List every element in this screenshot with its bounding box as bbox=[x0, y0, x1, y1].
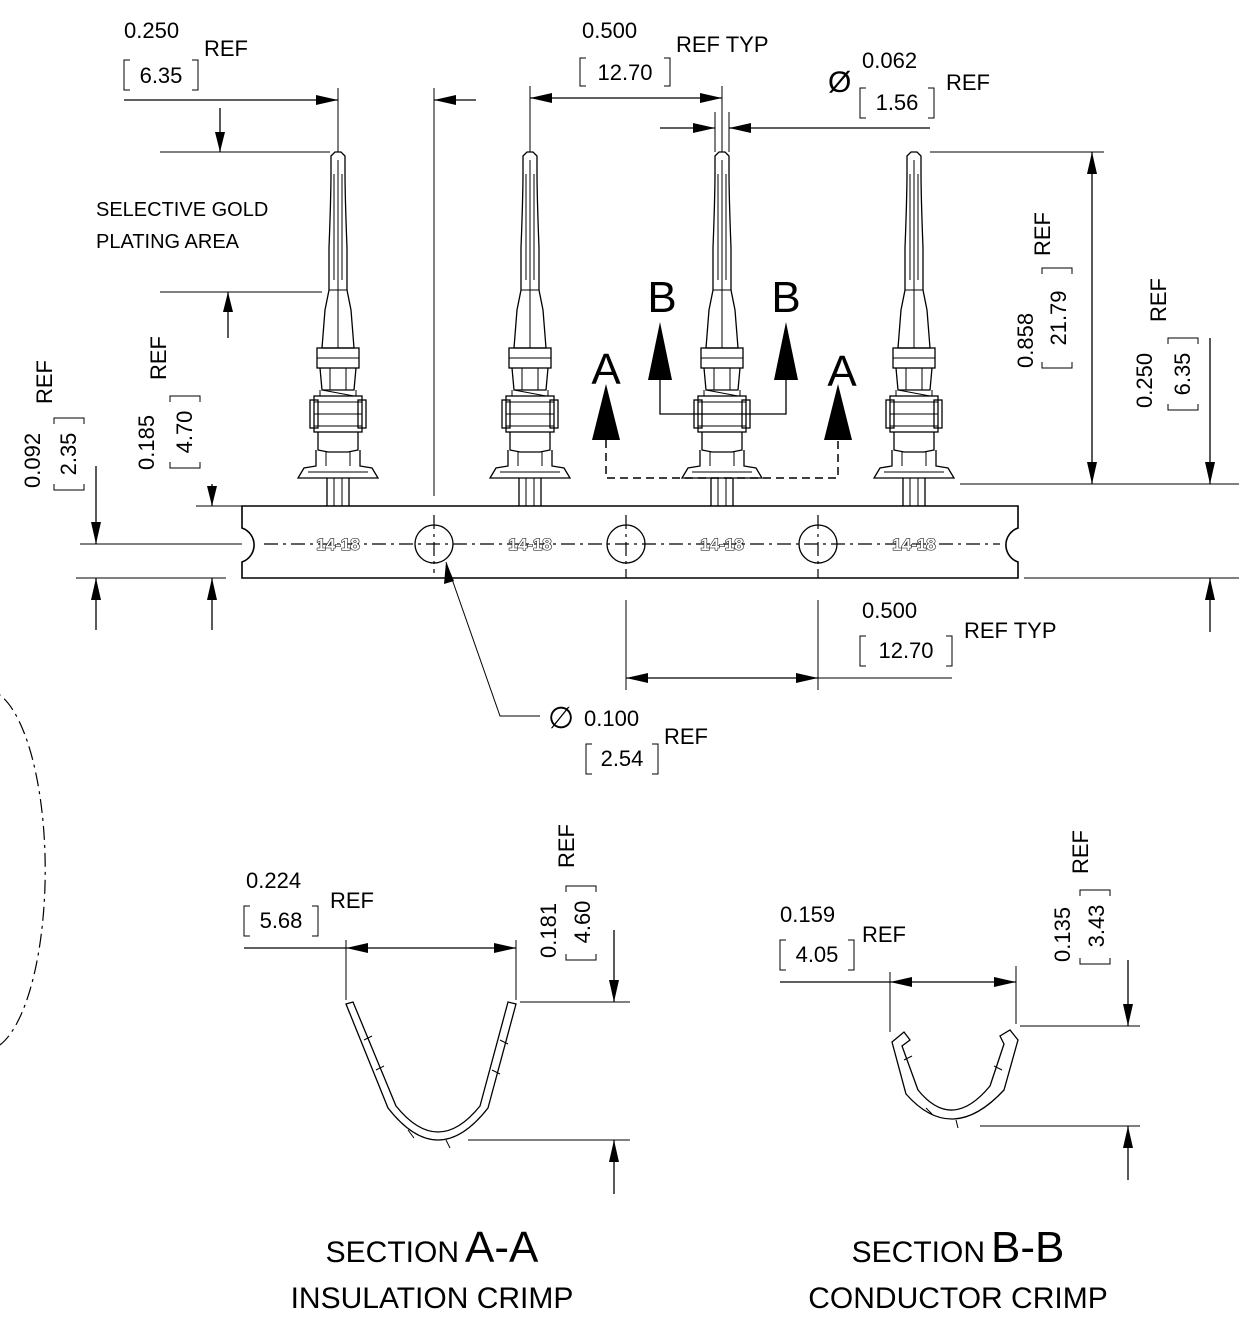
section-bb-caption: CONDUCTOR CRIMP bbox=[808, 1282, 1107, 1315]
svg-text:REF: REF bbox=[664, 724, 708, 749]
terminal-pin-1 bbox=[297, 151, 379, 507]
svg-text:0.500: 0.500 bbox=[582, 18, 637, 43]
svg-text:12.70: 12.70 bbox=[878, 638, 933, 663]
svg-text:0.250: 0.250 bbox=[1132, 353, 1157, 408]
section-b-marker-left: B bbox=[647, 273, 676, 322]
svg-text:REF TYP: REF TYP bbox=[964, 618, 1057, 643]
svg-text:2.54: 2.54 bbox=[601, 746, 644, 771]
svg-text:REF: REF bbox=[862, 922, 906, 947]
section-aa-title: SECTION​A-A bbox=[326, 1223, 539, 1272]
plating-area-dimension: SELECTIVE GOLD PLATING AREA bbox=[96, 108, 330, 338]
dim-pitch-bottom: 0.500 12.70 REF TYP bbox=[625, 598, 1057, 690]
insulation-crimp-profile bbox=[345, 1001, 517, 1141]
dim-pin-diameter: Ø 0.062 1.56 REF bbox=[660, 48, 990, 152]
dim-pitch-top: 0.500 12.70 REF TYP bbox=[529, 18, 769, 152]
dim-hole-diameter: ∅ 0.100 2.54 REF bbox=[444, 561, 708, 775]
carrier-strip: 14-18 14-18 14-18 14-18 bbox=[241, 505, 1019, 579]
svg-text:4.60: 4.60 bbox=[570, 901, 595, 944]
svg-text:REF: REF bbox=[1146, 278, 1171, 322]
section-aa-caption: INSULATION CRIMP bbox=[291, 1282, 574, 1315]
plating-note-line1: SELECTIVE GOLD bbox=[96, 199, 268, 221]
dim-top-left-length: 0.250 6.35 REF bbox=[123, 18, 476, 496]
section-a-arrow-left bbox=[592, 384, 620, 440]
svg-text:3.43: 3.43 bbox=[1084, 905, 1109, 948]
svg-text:0.135: 0.135 bbox=[1050, 907, 1075, 962]
section-cut-lines: B B A A bbox=[591, 273, 857, 479]
svg-text:4.70: 4.70 bbox=[172, 411, 197, 454]
svg-text:4.05: 4.05 bbox=[796, 942, 839, 967]
svg-text:12.70: 12.70 bbox=[597, 60, 652, 85]
dim-left-small: 0.185 4.70 REF bbox=[134, 336, 242, 507]
svg-text:REF: REF bbox=[204, 36, 248, 61]
terminal-pin-2 bbox=[489, 151, 571, 507]
svg-text:REF: REF bbox=[946, 70, 990, 95]
svg-text:0.092: 0.092 bbox=[20, 433, 45, 488]
svg-text:2.35: 2.35 bbox=[56, 433, 81, 476]
svg-text:REF: REF bbox=[330, 888, 374, 913]
dim-strip-height: 0.092 2.35 REF bbox=[20, 360, 242, 630]
svg-text:0.858: 0.858 bbox=[1013, 313, 1038, 368]
terminal-pin-4 bbox=[873, 151, 955, 507]
section-bb-title: SECTION​B-B bbox=[852, 1223, 1065, 1272]
svg-text:0.159: 0.159 bbox=[780, 902, 835, 927]
strip-label-3: 14-18 bbox=[700, 535, 743, 554]
section-b-arrow-left bbox=[648, 322, 672, 380]
svg-text:REF: REF bbox=[1068, 830, 1093, 874]
svg-text:REF: REF bbox=[1030, 212, 1055, 256]
svg-text:0.224: 0.224 bbox=[246, 868, 301, 893]
dim-total-height: 0.858 21.79 REF bbox=[930, 151, 1239, 485]
section-bb-view: 0.159 4.05 REF 0.135 3.43 REF SECTION​B-… bbox=[779, 830, 1140, 1315]
svg-text:6.35: 6.35 bbox=[1170, 353, 1195, 396]
svg-text:0.185: 0.185 bbox=[134, 415, 159, 470]
section-a-arrow-right bbox=[824, 384, 852, 440]
svg-text:6.35: 6.35 bbox=[140, 63, 183, 88]
svg-text:0.100: 0.100 bbox=[584, 706, 639, 731]
section-a-marker-left: A bbox=[591, 345, 621, 394]
strip-label-1: 14-18 bbox=[316, 535, 359, 554]
svg-text:REF: REF bbox=[32, 360, 57, 404]
svg-text:0.181: 0.181 bbox=[536, 903, 561, 958]
svg-text:∅: ∅ bbox=[548, 702, 574, 735]
svg-text:1.56: 1.56 bbox=[876, 90, 919, 115]
terminal-pin-3 bbox=[681, 151, 763, 507]
detail-circle-arc bbox=[0, 694, 46, 1046]
strip-label-4: 14-18 bbox=[892, 535, 935, 554]
svg-text:REF TYP: REF TYP bbox=[676, 32, 769, 57]
svg-text:Ø: Ø bbox=[828, 66, 851, 99]
svg-text:REF: REF bbox=[146, 336, 171, 380]
svg-text:0.250: 0.250 bbox=[124, 18, 179, 43]
dim-right-height: 0.250 6.35 REF bbox=[1024, 278, 1239, 632]
plating-note-line2: PLATING AREA bbox=[96, 231, 240, 253]
section-b-arrow-right bbox=[774, 322, 798, 380]
section-b-marker-right: B bbox=[771, 273, 800, 322]
section-a-marker-right: A bbox=[827, 347, 857, 396]
svg-text:5.68: 5.68 bbox=[260, 908, 303, 933]
section-aa-view: 0.224 5.68 REF 0.181 4.60 REF SECTION​A-… bbox=[243, 824, 630, 1315]
svg-text:REF: REF bbox=[554, 824, 579, 868]
conductor-crimp-profile bbox=[891, 1029, 1019, 1120]
svg-text:0.062: 0.062 bbox=[862, 48, 917, 73]
svg-text:21.79: 21.79 bbox=[1046, 290, 1071, 345]
strip-label-2: 14-18 bbox=[508, 535, 551, 554]
svg-text:0.500: 0.500 bbox=[862, 598, 917, 623]
